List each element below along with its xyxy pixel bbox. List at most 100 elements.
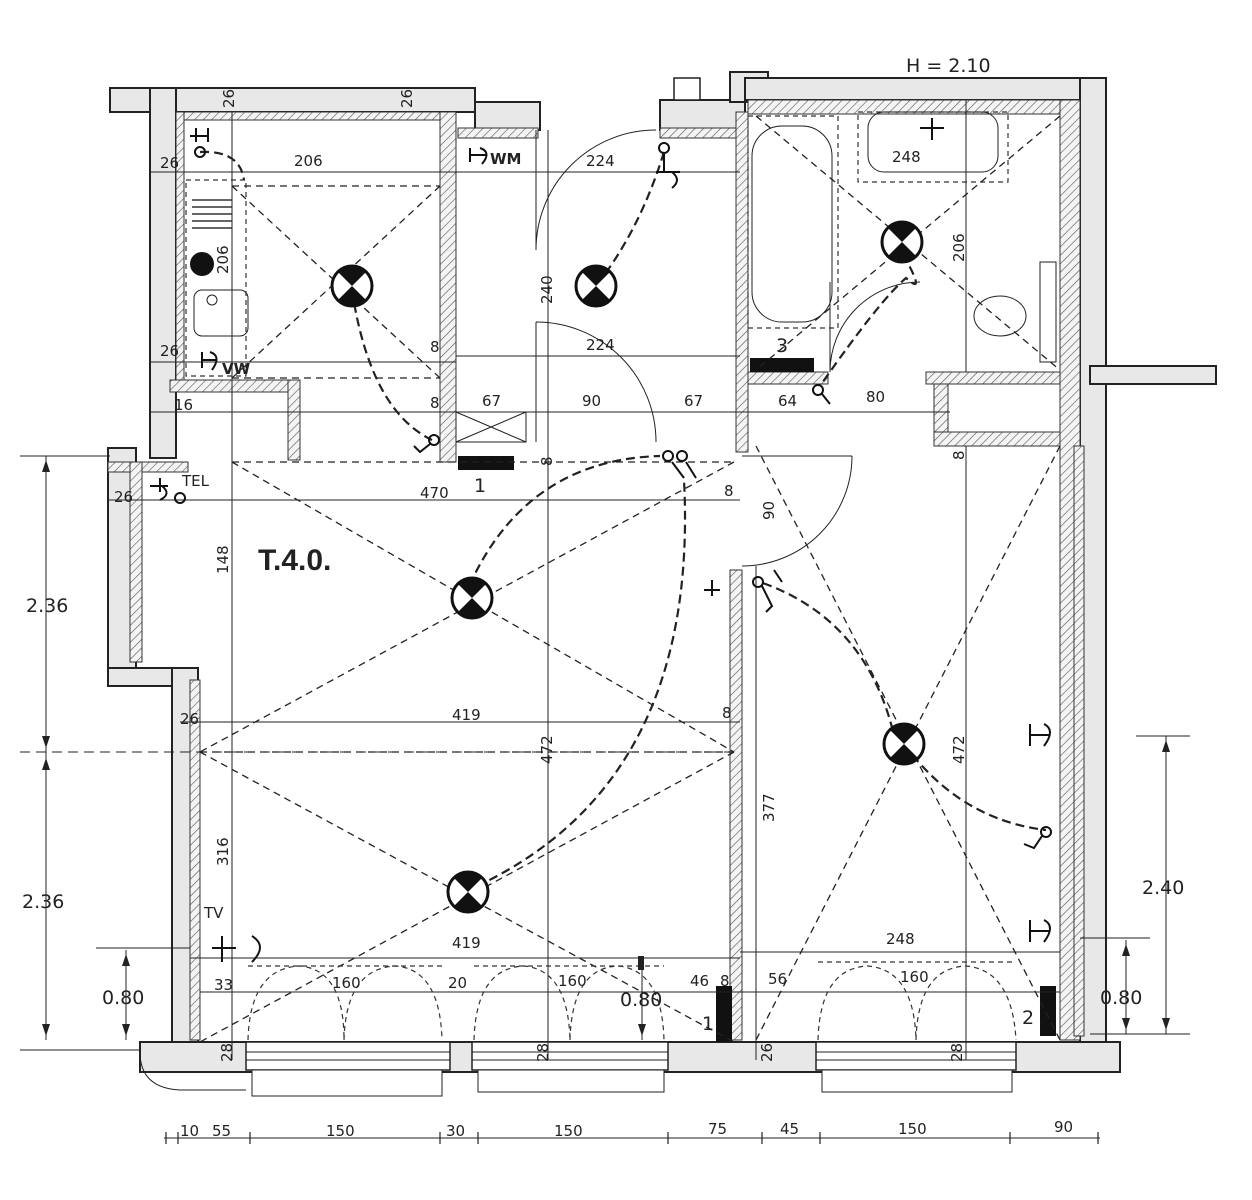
lining-hall-top-b — [659, 127, 741, 139]
light-living-1-icon — [450, 576, 494, 620]
fixtures — [185, 111, 1057, 443]
outer-wall-top-step — [474, 101, 541, 131]
toilet — [973, 295, 1027, 337]
lining-living-left — [129, 461, 143, 663]
kitchen-counter — [185, 179, 247, 377]
wall-bedroom-top — [933, 431, 1061, 447]
window-sill-3 — [821, 1069, 1013, 1093]
bottom-ticks — [165, 1132, 1099, 1144]
dim-seg-67b: 67 — [684, 392, 703, 410]
lining-kitchen-top — [175, 111, 457, 121]
door-swing-hall-top — [535, 129, 657, 251]
right-height-2: 0.80 — [1100, 987, 1142, 1009]
tel-label: TEL — [181, 472, 210, 490]
wall-hall-bath — [735, 111, 749, 453]
dim-living-width-top: 470 — [420, 484, 449, 502]
dim-kitchen-width: 206 — [294, 152, 323, 170]
vw-label: VW — [222, 360, 251, 378]
wall-kitchen-bottom — [169, 379, 301, 393]
dim-t8-b: 8 — [430, 394, 440, 412]
marker-1-bottom: 1 — [702, 1013, 714, 1035]
dim-window-160b: 160 — [558, 972, 587, 990]
bottom-dim-75: 75 — [708, 1120, 727, 1138]
ceiling-lights — [330, 220, 926, 914]
dim-living-h2: 316 — [214, 837, 232, 866]
dim-door-90: 90 — [760, 501, 778, 520]
socket-wm-icon — [469, 147, 488, 165]
left-height-2: 2.36 — [22, 891, 64, 913]
dim-t8-d: 8 — [724, 482, 734, 500]
bathtub-outline — [747, 115, 839, 329]
bottom-dim-10: 10 — [180, 1122, 199, 1140]
bottom-dim-55: 55 — [212, 1122, 231, 1140]
dim-t26-d: 26 — [180, 710, 199, 728]
outer-wall-left-top — [149, 87, 177, 459]
dim-bath-width: 248 — [892, 148, 921, 166]
labels: H = 2.10 T.4.0. WM VW TEL TV 1 3 1 2 206… — [22, 55, 1184, 1140]
right-height-1: 2.40 — [1142, 877, 1184, 899]
socket-kitchen-top-icon — [190, 128, 209, 158]
dim-bedroom-width-bottom: 248 — [886, 930, 915, 948]
bottom-dim-150b: 150 — [554, 1122, 583, 1140]
height-label: H = 2.10 — [906, 55, 991, 77]
dim-corridor-height: 377 — [760, 793, 778, 822]
light-diagonals — [199, 115, 1061, 1043]
marker-2: 2 — [1022, 1007, 1034, 1029]
bottom-dim-45: 45 — [780, 1120, 799, 1138]
sockets — [150, 118, 1052, 963]
socket-hall-small-icon — [704, 580, 720, 596]
lining-living-left-bottom — [189, 679, 201, 1041]
dim-bedroom-height: 472 — [950, 735, 968, 764]
dim-t8-f: 8 — [722, 704, 732, 722]
wm-label: WM — [490, 150, 521, 168]
wall-living-bedroom — [729, 569, 743, 1041]
dim-window-56: 56 — [768, 970, 787, 988]
window-sill-2 — [477, 1069, 665, 1093]
double-sink-outline — [857, 111, 1009, 183]
windows — [139, 1041, 1017, 1097]
dim-hall-width-top: 224 — [586, 152, 615, 170]
bottom-dim-30: 30 — [446, 1122, 465, 1140]
dim-seg-90: 90 — [582, 392, 601, 410]
toilet-tank — [1039, 261, 1057, 363]
window-2 — [471, 1041, 669, 1071]
lining-living-top — [107, 461, 189, 473]
dim-kitchen-height: 206 — [214, 245, 232, 274]
dim-t8-a: 8 — [430, 338, 440, 356]
dim-window-46: 46 — [690, 972, 709, 990]
dim-living-width-bottom: 419 — [452, 934, 481, 952]
room-label: T.4.0. — [258, 544, 331, 577]
dim-window-20: 20 — [448, 974, 467, 992]
marker-1-top: 1 — [474, 475, 486, 497]
socket-tel-icon — [150, 478, 186, 504]
dim-seg-64: 64 — [778, 392, 797, 410]
dim-wall-16: 16 — [174, 396, 193, 414]
tv-label: TV — [203, 904, 224, 922]
arrowheads — [42, 460, 1170, 1036]
dim-living-height: 472 — [538, 735, 556, 764]
dim-t26-b: 26 — [160, 342, 179, 360]
light-living-2-icon — [446, 870, 490, 914]
bottom-dim-150a: 150 — [326, 1122, 355, 1140]
dim-hall-width-mid: 224 — [586, 336, 615, 354]
dim-living-width-mid: 419 — [452, 706, 481, 724]
dim-seg-67a: 67 — [482, 392, 501, 410]
outer-wall-top-mid — [659, 99, 746, 131]
dim-hall-height: 240 — [538, 275, 556, 304]
radiator-3 — [750, 358, 814, 372]
light-bath-icon — [880, 220, 924, 264]
dim-t28-a: 28 — [534, 1043, 552, 1062]
vent-box — [673, 77, 701, 101]
wall-kitchen-hall — [439, 111, 457, 463]
lining-bedroom-right — [1073, 445, 1085, 1037]
dim-window-160c: 160 — [900, 968, 929, 986]
dim-window-33: 33 — [214, 976, 233, 994]
socket-tv-icon — [212, 935, 261, 963]
dim-seg-80: 80 — [866, 388, 885, 406]
dim-t26-c: 26 — [114, 488, 133, 506]
doors — [535, 129, 921, 567]
dim-t28-c: 28 — [218, 1043, 236, 1062]
wall-bath-bottom-b — [925, 371, 1061, 385]
dim-t8-e: 8 — [950, 450, 968, 460]
